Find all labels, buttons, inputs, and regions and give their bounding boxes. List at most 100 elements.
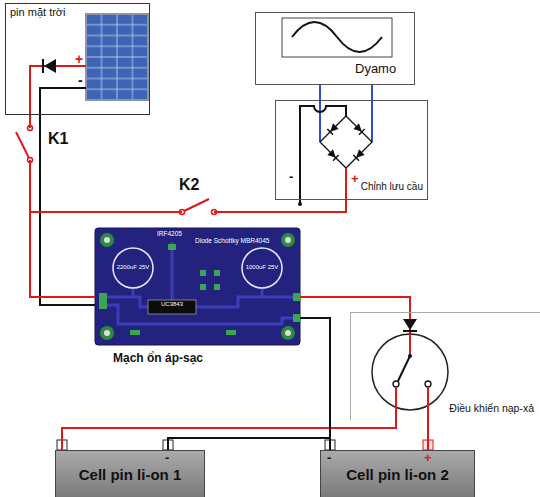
dynamo-box: Dyamo	[255, 12, 415, 85]
diode-symbol	[327, 123, 338, 134]
wire	[427, 387, 429, 420]
cell-label: Cell pin li-on 1	[79, 466, 182, 483]
mounting-hole	[285, 237, 291, 243]
box-title: pin mặt trời	[10, 6, 66, 19]
box-title: Dyamo	[355, 62, 396, 77]
pcb-trace	[196, 297, 293, 307]
pcb-pad	[200, 284, 206, 290]
terminal-sign: -	[327, 451, 331, 466]
component-label: 1000uF 25V	[246, 264, 279, 271]
diode-bar	[327, 129, 333, 135]
wire-end	[298, 202, 302, 206]
switch-symbol	[16, 126, 33, 163]
diode-body	[353, 149, 364, 160]
pcb-trace	[132, 288, 135, 297]
component-label: 2200uF 25V	[117, 264, 150, 271]
pcb-pad	[99, 301, 107, 309]
wire	[168, 318, 330, 450]
switch-contact	[393, 381, 399, 387]
mounting-hole	[100, 233, 114, 247]
diode-body	[353, 123, 364, 134]
mounting-hole	[100, 326, 114, 340]
dynamo-symbol	[282, 18, 392, 57]
battery-terminals	[57, 440, 433, 450]
switch-symbol	[180, 199, 217, 215]
pcb-trace	[107, 305, 293, 324]
sine-wave	[292, 22, 382, 52]
switch-label: K1	[47, 130, 69, 148]
pcb-traces	[107, 242, 293, 324]
diode-symbol	[353, 149, 364, 160]
wire	[427, 420, 429, 450]
diode-bar	[42, 59, 44, 73]
mounting-hole	[281, 326, 295, 340]
polarity-sign: +	[351, 172, 359, 187]
board-caption: Mạch ổn áp-sạc	[113, 352, 203, 366]
diode-symbol	[43, 59, 56, 73]
charge-switch	[372, 312, 448, 420]
pcb-pad	[130, 330, 140, 335]
wire	[30, 115, 95, 297]
diode-bar	[359, 129, 365, 135]
polarity-sign: +	[75, 51, 83, 67]
pcb-pad	[200, 270, 206, 276]
diode-symbol	[353, 123, 364, 134]
battery-cell: Cell pin li-on 2-+	[320, 450, 475, 497]
cell-label: Cell pin li-on 2	[346, 466, 449, 483]
mounting-holes	[100, 233, 295, 340]
mounting-hole	[285, 330, 291, 336]
pcb-artwork	[95, 228, 301, 345]
solar-panel-cells	[86, 14, 148, 100]
diode-bar	[403, 330, 417, 332]
mounting-hole	[281, 233, 295, 247]
box-title: Điều khiển nạp-xả	[449, 402, 534, 414]
polarity-sign: -	[78, 72, 83, 88]
pcb-pad	[214, 284, 220, 290]
bridge-outline	[320, 116, 372, 168]
control-box: Điều khiển nạp-xả	[350, 312, 540, 420]
pcb-pad	[214, 270, 220, 276]
pcb-pad	[293, 293, 301, 301]
wire	[409, 334, 411, 356]
pcb-trace	[171, 242, 174, 300]
switch-blade	[398, 356, 410, 381]
pcb-pad	[168, 244, 176, 250]
pcb-trace	[261, 288, 264, 297]
terminal-sign: -	[165, 451, 169, 466]
wire	[300, 106, 346, 204]
mounting-hole	[104, 237, 110, 243]
switch-contact	[425, 381, 431, 387]
wire	[345, 168, 347, 200]
diode-body	[327, 149, 338, 160]
wire	[319, 100, 321, 142]
ic-package	[148, 300, 196, 314]
rectifier-box: - +Chỉnh lưu cầu	[275, 100, 428, 200]
polarity-sign: -	[289, 170, 293, 185]
switch-label: K2	[178, 176, 200, 194]
box-title: Chỉnh lưu cầu	[361, 181, 423, 193]
switch-housing	[372, 334, 448, 410]
pcb-pad	[99, 293, 107, 301]
component-label: Diode Schottky MBR4045	[195, 237, 269, 244]
wire	[371, 85, 373, 142]
pcb-pads	[99, 244, 301, 335]
diode-body	[403, 319, 417, 330]
capacitor-outline	[242, 248, 282, 288]
diode-body	[327, 123, 338, 134]
component-label: IRF4205	[157, 230, 182, 237]
wire	[395, 387, 397, 420]
wire	[30, 66, 86, 115]
pcb-pad	[226, 330, 236, 335]
diode-bar	[353, 155, 359, 161]
diode-body	[44, 59, 56, 73]
wire	[30, 200, 346, 297]
battery-cell: Cell pin li-on 1-	[55, 450, 205, 497]
capacitor-outline	[113, 248, 153, 288]
diode-symbol	[327, 149, 338, 160]
component-label: UC3843	[161, 301, 183, 308]
diode-bar	[333, 155, 339, 161]
switch-blade	[182, 199, 209, 212]
solar-panel-box: pin mặt trời + -	[5, 3, 150, 115]
